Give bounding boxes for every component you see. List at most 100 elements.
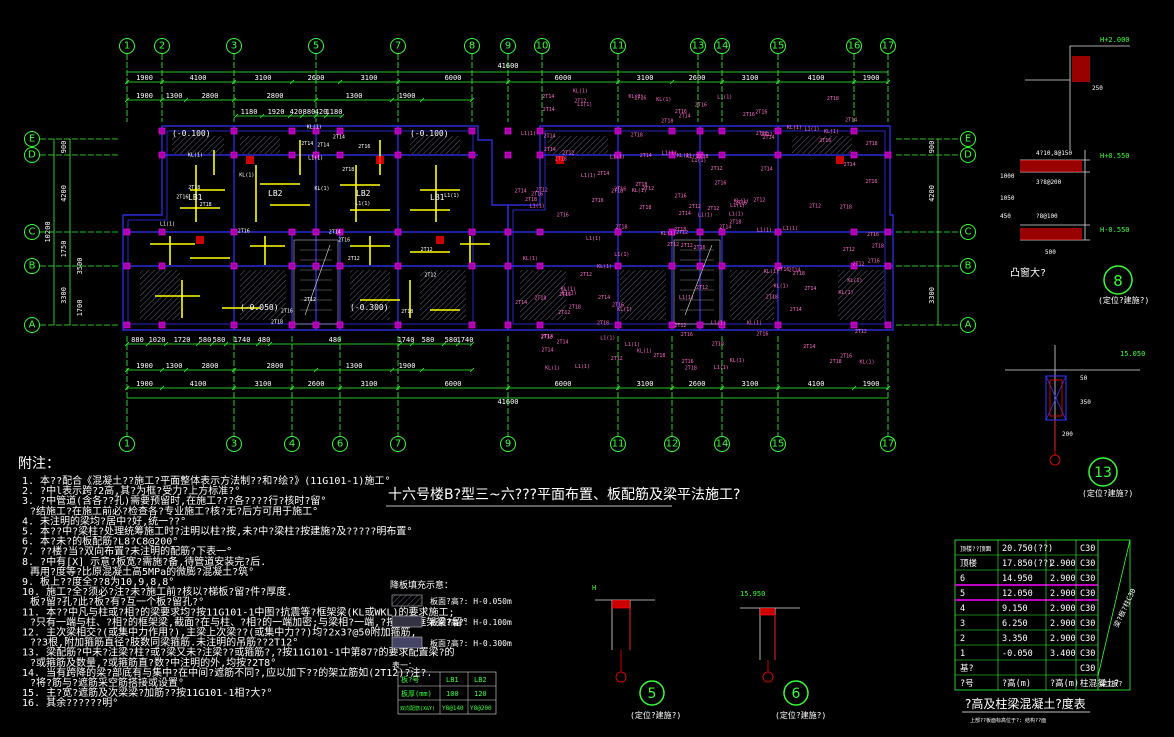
column <box>614 127 622 135</box>
axis-bubble <box>500 436 516 452</box>
axis-label: 16 <box>848 41 861 52</box>
table-cell: Y8@200 <box>470 705 492 712</box>
dim-tick <box>669 79 675 85</box>
beam-mark: 2T18 <box>827 96 839 102</box>
axis-label: 7 <box>395 41 401 52</box>
beam-mark: 2T18 <box>653 353 665 359</box>
beam-mark: 2T14 <box>803 344 815 350</box>
beam-mark: L1(1) <box>711 321 726 327</box>
beam-mark: 2T14 <box>598 295 610 301</box>
dim-label: 2600 <box>308 380 325 388</box>
column <box>536 228 544 236</box>
axis-label: C <box>29 227 36 238</box>
beam-mark: 2T18 <box>712 342 724 348</box>
beam-mark: 2T14 <box>301 141 313 147</box>
axis-bubble <box>960 258 976 274</box>
beam-mark: KL(1) <box>523 256 538 262</box>
beam-mark: 2T16 <box>840 353 852 359</box>
beam-mark: L1(1) <box>691 158 706 164</box>
beam-mark: 2T16 <box>358 144 370 150</box>
dim-label: 1900 <box>399 362 416 370</box>
notes-heading: 附注： <box>18 456 60 472</box>
axis-label: 8 <box>469 41 475 52</box>
table-cell: C30 <box>1080 619 1095 629</box>
dim-tick <box>323 113 329 119</box>
column <box>468 228 476 236</box>
dim-label: 3100 <box>255 380 272 388</box>
dim-label: 1300 <box>166 92 183 100</box>
beam-mark: KL(1) <box>617 307 632 313</box>
axis-bubble <box>610 38 626 54</box>
column <box>696 228 704 236</box>
slab-label: (-0.100) <box>172 129 211 138</box>
beam-mark: L1(1) <box>521 131 536 137</box>
axis-bubble <box>880 436 896 452</box>
beam-mark: 2T12 <box>424 273 436 279</box>
column <box>504 151 512 159</box>
axis-label: 3 <box>231 41 237 52</box>
table-cell: C30 <box>1080 604 1095 614</box>
dim-label: 1180 <box>241 108 258 116</box>
column <box>774 127 782 135</box>
dim-label: 4100 <box>190 74 207 82</box>
column <box>536 151 544 159</box>
column <box>536 127 544 135</box>
table-cell: 3 <box>960 619 965 629</box>
beam-mark: 2T16 <box>675 109 687 115</box>
table-cell: 6.250 <box>1002 619 1028 629</box>
beam-mark: 2T18 <box>597 321 609 327</box>
dim-tick <box>469 341 475 347</box>
axis-bubble <box>24 147 40 163</box>
beam-mark: 2T14 <box>544 134 556 140</box>
dim-tick <box>469 367 475 373</box>
axis-label: 4 <box>289 439 295 450</box>
beam-mark: 2T16 <box>338 237 350 243</box>
beam-mark: KL(1) <box>661 231 676 237</box>
beam-mark: 2T14 <box>317 143 329 149</box>
detail-dim: 50 <box>1080 375 1088 382</box>
table-cell: 5 <box>960 589 965 599</box>
beam-mark: KL(1) <box>545 365 560 371</box>
beam-mark: 2T16 <box>777 267 789 273</box>
slab-label: LB2 <box>268 189 283 198</box>
beam-mark: 2T16 <box>557 212 569 218</box>
axis-label: E <box>29 134 35 145</box>
dim-label: 1740 <box>457 336 474 344</box>
table-cell: 12.050 <box>1002 589 1033 599</box>
beam-mark: 2T12 <box>580 272 592 278</box>
dim-tick <box>145 341 151 347</box>
beam-mark: 2T12 <box>421 247 433 253</box>
detail-elev: 15.950 <box>740 590 765 598</box>
notes-block: 附注： 1. 本??配合《混凝土??施工?平面整体表示方法制??和?绘?》(11… <box>18 456 468 709</box>
column <box>614 228 622 236</box>
beam-mark: 2T16 <box>612 303 624 309</box>
detail-dim: 1000 <box>1000 173 1015 180</box>
beam-mark: 2T14 <box>544 147 556 153</box>
note-line: 10. 施工?全?须必?注?未?施工前?核以?梯板?留?件?厚度. <box>22 585 292 598</box>
column <box>230 321 238 329</box>
table-cell: 2.900 <box>1050 559 1076 569</box>
axis-bubble <box>390 38 406 54</box>
axis-bubble <box>24 258 40 274</box>
table-one-heading: 表一： <box>392 660 416 670</box>
axis-bubble <box>154 38 170 54</box>
dim-label: 6000 <box>445 74 462 82</box>
dim-label: 3300 <box>928 287 936 304</box>
beam-mark: 2T12 <box>689 204 701 210</box>
note-line: 1. 本??配合《混凝土??施工?平面整体表示方法制??和?绘?》(11G101… <box>22 474 390 487</box>
dim-label: 1300 <box>166 362 183 370</box>
beam-mark: KL(1) <box>774 283 789 289</box>
beam-mark: L1(1) <box>662 151 677 157</box>
beam-mark: 2T18 <box>534 296 546 302</box>
beam-mark: 2T14 <box>761 167 773 173</box>
plan-title: 十六号楼B?型三~六???平面布置、板配筋及梁平法施工? <box>388 486 741 503</box>
detail-number: 5 <box>648 686 657 702</box>
legend-item: 板面?高?: H-0.300m <box>430 638 512 648</box>
column <box>468 151 476 159</box>
dim-tick <box>255 341 261 347</box>
floor-table-extra: 梁?板? <box>1100 679 1122 688</box>
beam-mark: 2T14 <box>640 153 652 159</box>
column <box>312 151 320 159</box>
